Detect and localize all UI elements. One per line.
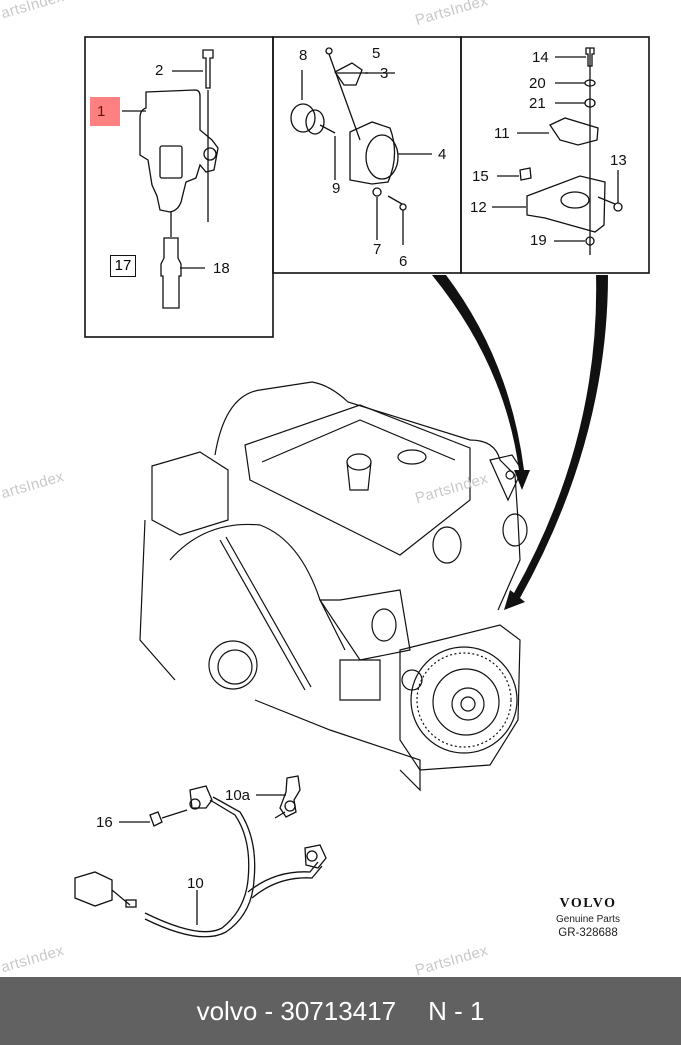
callout-7[interactable]: 7 bbox=[373, 241, 382, 258]
callout-13[interactable]: 13 bbox=[610, 152, 627, 169]
callout-17-boxed[interactable]: 17 bbox=[110, 255, 136, 277]
brand-block: VOLVO Genuine Parts GR-328688 bbox=[548, 896, 628, 939]
camshaft-housing-illustration bbox=[290, 47, 432, 245]
callout-21[interactable]: 21 bbox=[529, 95, 546, 112]
callout-19[interactable]: 19 bbox=[530, 232, 547, 249]
ignition-coil-illustration bbox=[122, 49, 219, 309]
callout-6[interactable]: 6 bbox=[399, 253, 408, 270]
callout-8[interactable]: 8 bbox=[299, 47, 308, 64]
callout-10[interactable]: 10 bbox=[187, 875, 204, 892]
part-number-label: volvo - 30713417 bbox=[196, 995, 397, 1026]
callout-15[interactable]: 15 bbox=[472, 168, 489, 185]
callout-4[interactable]: 4 bbox=[438, 146, 447, 163]
diagram-code: GR-328688 bbox=[558, 927, 618, 939]
knock-sensor-harness-illustration bbox=[74, 775, 327, 938]
callout-5[interactable]: 5 bbox=[372, 45, 381, 62]
parts-diagram: 1 2 17 18 8 5 3 4 9 7 6 14 20 21 11 13 1… bbox=[0, 0, 650, 979]
callout-12[interactable]: 12 bbox=[470, 199, 487, 216]
callout-9[interactable]: 9 bbox=[332, 180, 341, 197]
volvo-logo: VOLVO bbox=[559, 896, 617, 911]
diagram-artwork bbox=[74, 36, 650, 938]
callout-14[interactable]: 14 bbox=[532, 49, 549, 66]
crank-sensor-bracket-illustration bbox=[492, 47, 623, 255]
callout-2[interactable]: 2 bbox=[155, 62, 164, 79]
callout-3[interactable]: 3 bbox=[380, 65, 389, 82]
panel-crank-sensor-frame bbox=[460, 36, 650, 274]
brand-subtitle: Genuine Parts bbox=[556, 914, 620, 925]
pointer-arrows bbox=[432, 275, 608, 610]
callout-16[interactable]: 16 bbox=[96, 814, 113, 831]
highlighted-callout-background bbox=[90, 97, 120, 126]
callout-11[interactable]: 11 bbox=[494, 125, 510, 142]
diagram-position-label: N - 1 bbox=[428, 995, 485, 1026]
part-footer-bar: volvo - 30713417 N - 1 bbox=[0, 977, 681, 1045]
engine-illustration bbox=[139, 381, 528, 792]
callout-18[interactable]: 18 bbox=[213, 260, 230, 277]
callout-10a[interactable]: 10a bbox=[225, 787, 251, 804]
callout-1[interactable]: 1 bbox=[97, 103, 106, 120]
callout-20[interactable]: 20 bbox=[529, 75, 546, 92]
